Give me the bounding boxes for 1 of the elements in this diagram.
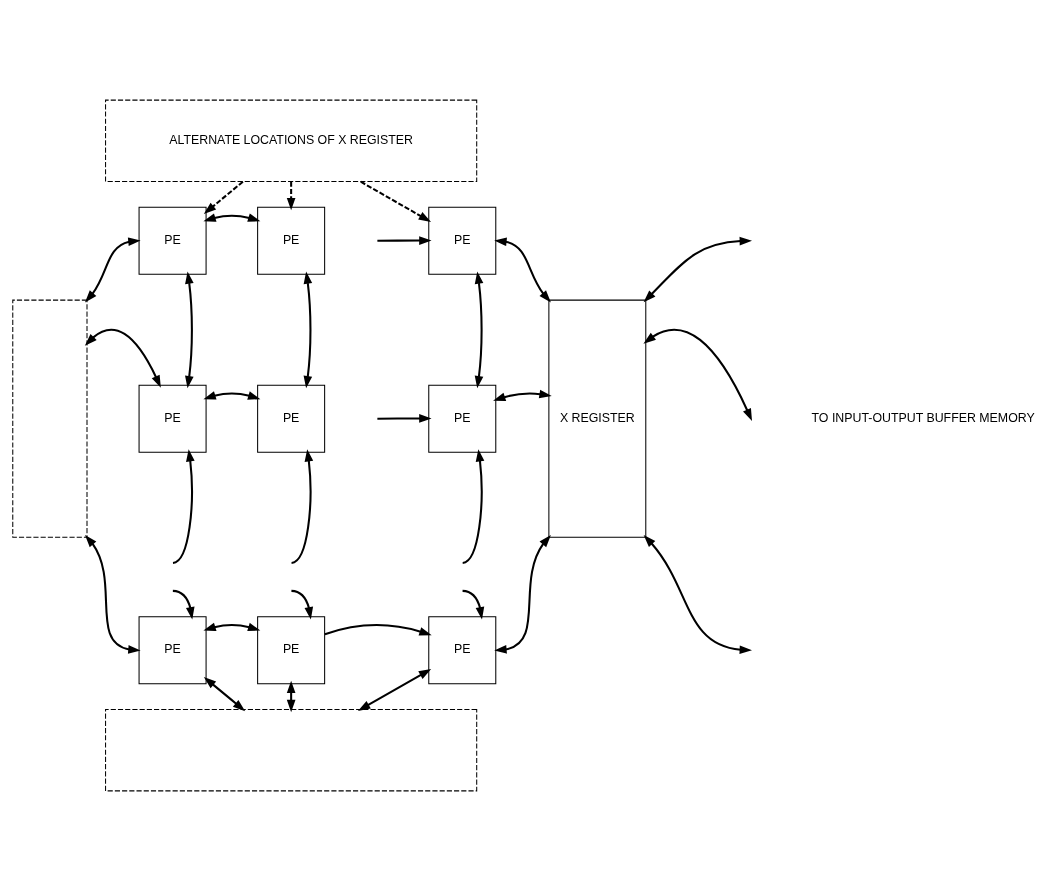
label: TO INPUT-OUTPUT BUFFER MEMORY: [811, 410, 1035, 425]
